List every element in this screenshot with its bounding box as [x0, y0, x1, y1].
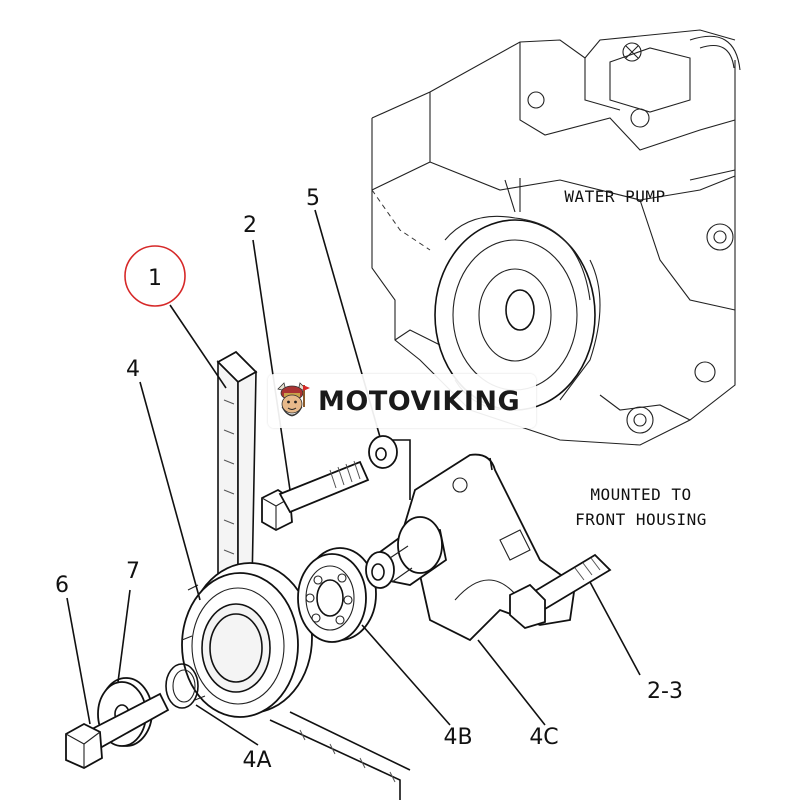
washer-5: [368, 435, 398, 469]
leader-lines: [66, 209, 641, 746]
bearing: [297, 547, 377, 643]
mounted-note-line1: MOUNTED TO: [590, 485, 691, 504]
water-pump-label: WATER PUMP: [564, 187, 665, 206]
idler-pulley: [181, 562, 313, 718]
callout-highlight-ring: [124, 245, 186, 307]
bolt-6: [65, 692, 170, 770]
callout-4b: 4B: [443, 725, 472, 750]
stud-bolt: [509, 553, 612, 630]
callout-2-3: 2-3: [647, 679, 683, 704]
callout-4c: 4C: [529, 725, 558, 750]
callout-4a: 4A: [242, 748, 271, 773]
retaining-ring: [165, 663, 199, 709]
bolt-2: [261, 460, 370, 532]
watermark-logo: MOTOVIKING: [268, 374, 536, 428]
callout-1: 1: [148, 266, 162, 291]
viking-mascot-icon: [277, 382, 310, 417]
callout-5: 5: [306, 186, 320, 211]
mounted-note-line2: FRONT HOUSING: [575, 510, 707, 529]
callout-2: 2: [243, 213, 257, 238]
watermark-text: MOTOVIKING: [318, 385, 521, 417]
callout-6: 6: [55, 573, 69, 598]
callout-7: 7: [126, 559, 140, 584]
callout-4: 4: [126, 357, 140, 382]
